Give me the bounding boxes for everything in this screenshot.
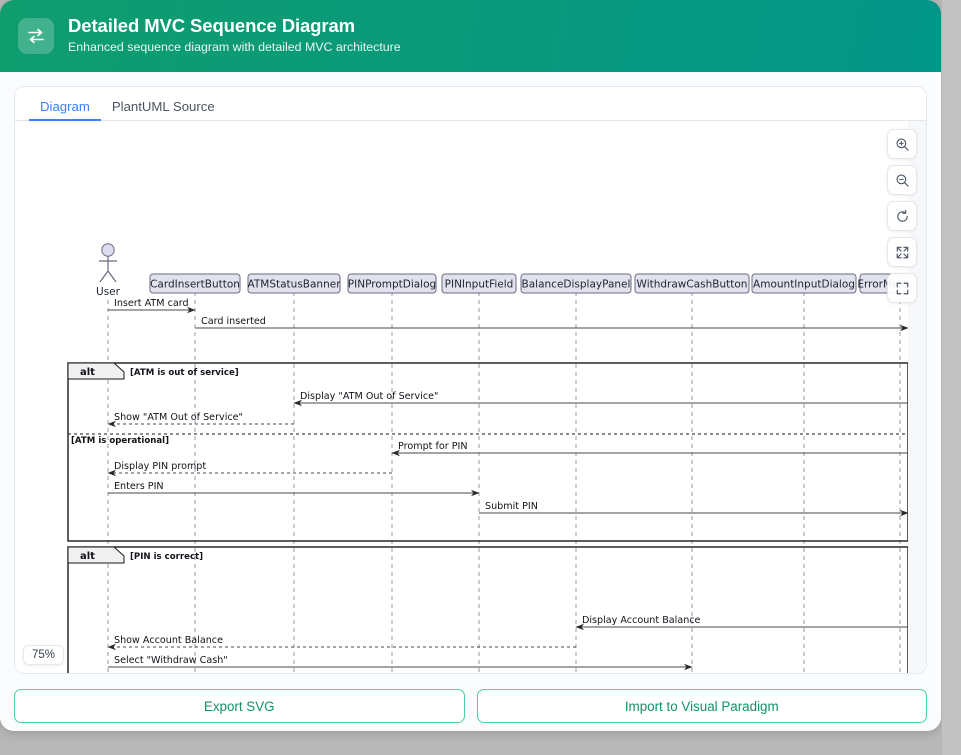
participant-label-3: PINInputField [445, 279, 514, 291]
participant-box-6[interactable] [751, 273, 857, 294]
participant-label-2: PINPromptDialog [348, 279, 436, 291]
message-label-1: Card inserted [201, 316, 266, 327]
message-label-7: Submit PIN [485, 501, 538, 512]
page-scrollbar-thumb[interactable] [944, 0, 960, 740]
tab-diagram[interactable]: Diagram [29, 100, 101, 122]
participant-label-1: ATMStatusBanner [247, 279, 341, 291]
fragment-keyword-0: alt [80, 367, 95, 378]
participant-box-1[interactable] [247, 273, 341, 294]
body-area: Diagram PlantUML Source [0, 72, 941, 731]
page-subtitle: Enhanced sequence diagram with detailed … [68, 39, 401, 54]
participant-box-4[interactable] [520, 273, 632, 294]
participant-label-4: BalanceDisplayPanel [522, 279, 631, 291]
export-svg-button[interactable]: Export SVG [14, 689, 465, 723]
diagram-viewport[interactable]: alt [ATM is out of service] [ATM is operat… [15, 121, 926, 673]
diagram-canvas[interactable]: alt [ATM is out of service] [ATM is operat… [15, 121, 908, 673]
zoom-out-icon[interactable] [887, 165, 917, 195]
participant-label-6: AmountInputDialog [753, 279, 855, 291]
app-header: Detailed MVC Sequence Diagram Enhanced s… [0, 0, 941, 72]
fragment-condition-1: [PIN is correct] [130, 552, 203, 562]
page-scrollbar[interactable] [941, 0, 961, 755]
actor-label: User [96, 286, 121, 298]
fragment-tag-1 [67, 546, 125, 564]
exchange-arrows-icon [18, 18, 54, 54]
actor-head-icon [101, 243, 115, 257]
fragment-keyword-1: alt [80, 551, 95, 562]
message-label-3: Show "ATM Out of Service" [114, 412, 243, 423]
participant-box-5[interactable] [634, 273, 750, 294]
message-label-10: Select "Withdraw Cash" [114, 655, 228, 666]
viewer-toolbar [887, 129, 917, 303]
message-label-2: Display "ATM Out of Service" [300, 391, 438, 402]
message-label-6: Enters PIN [114, 481, 164, 492]
participant-box-0[interactable] [149, 273, 241, 294]
action-buttons: Export SVG Import to Visual Paradigm [14, 674, 927, 723]
participant-label-5: WithdrawCashButton [637, 279, 748, 291]
diagram-panel: Diagram PlantUML Source [14, 86, 927, 674]
fragment-else-condition-0: [ATM is operational] [71, 436, 169, 446]
fragment-tag-0 [67, 362, 125, 380]
fragment-box-0 [67, 362, 908, 542]
message-label-9: Show Account Balance [114, 635, 223, 646]
participant-box-3[interactable] [441, 273, 517, 294]
fragment-box-1 [67, 546, 908, 673]
sequence-diagram-svg: alt [ATM is out of service] [ATM is operat… [67, 243, 908, 673]
fit-screen-icon[interactable] [887, 237, 917, 267]
participant-box-2[interactable] [347, 273, 437, 294]
tab-bar: Diagram PlantUML Source [15, 87, 926, 122]
participant-label-0: CardInsertButton [150, 279, 240, 291]
actor-body-icon [99, 256, 117, 283]
fullscreen-icon[interactable] [887, 273, 917, 303]
message-label-5: Display PIN prompt [114, 461, 206, 472]
message-label-4: Prompt for PIN [398, 441, 468, 452]
import-visual-paradigm-button[interactable]: Import to Visual Paradigm [476, 689, 927, 723]
page-title: Detailed MVC Sequence Diagram [68, 15, 356, 37]
message-label-8: Display Account Balance [582, 615, 701, 626]
message-label-0: Insert ATM card [114, 298, 189, 309]
zoom-level-badge: 75% [23, 645, 65, 665]
app-card: Detailed MVC Sequence Diagram Enhanced s… [0, 0, 941, 731]
zoom-in-icon[interactable] [887, 129, 917, 159]
reset-view-icon[interactable] [887, 201, 917, 231]
tab-plantuml-source[interactable]: PlantUML Source [111, 98, 215, 114]
header-text-group: Detailed MVC Sequence Diagram Enhanced s… [68, 15, 401, 57]
fragment-condition-0: [ATM is out of service] [130, 368, 239, 378]
